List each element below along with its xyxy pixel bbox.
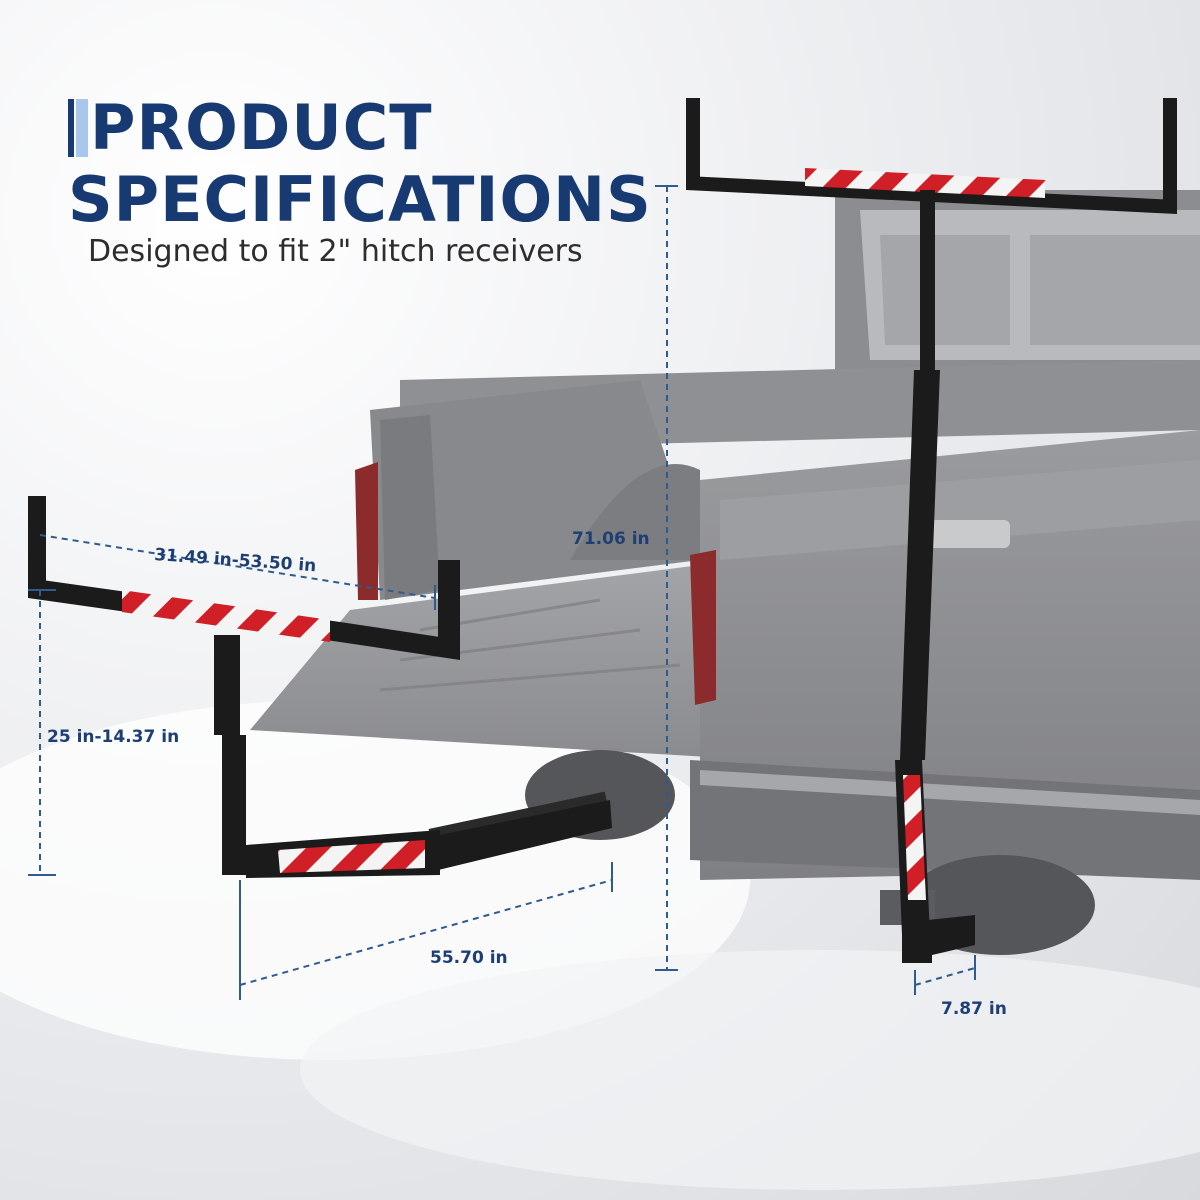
guide-width <box>39 534 436 599</box>
title-accent-highlight <box>76 99 88 157</box>
title-block: PRODUCT SPECIFICATIONS <box>68 92 652 236</box>
title-line-2: SPECIFICATIONS <box>68 163 652 236</box>
total-height-label: 71.06 in <box>572 529 650 549</box>
guide-base <box>239 879 613 986</box>
title-line-1: PRODUCT <box>68 92 652 164</box>
dimension-ticks <box>28 185 976 1000</box>
title-text-1: PRODUCT <box>90 91 433 164</box>
short-rack <box>28 496 612 878</box>
base-length-label: 55.70 in <box>430 948 508 968</box>
tall-rack <box>686 98 1177 963</box>
height-range-label: 25 in-14.37 in <box>47 727 180 747</box>
title-accent-bar <box>68 99 74 157</box>
receiver-label: 7.87 in <box>941 999 1007 1019</box>
dimension-guides <box>39 186 976 986</box>
subtitle: Designed to fit 2" hitch receivers <box>88 234 583 269</box>
